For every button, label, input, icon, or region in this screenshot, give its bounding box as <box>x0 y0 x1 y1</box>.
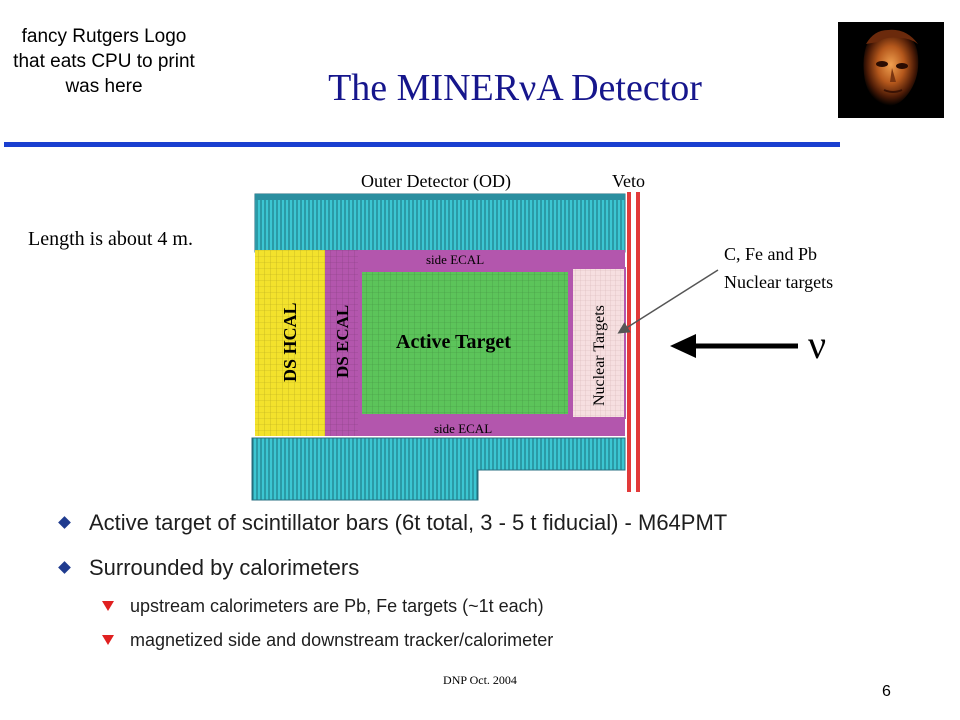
side-ecal-top-label: side ECAL <box>426 252 484 267</box>
ds-hcal-label: DS HCAL <box>280 302 300 382</box>
callout-arrow <box>617 269 719 334</box>
outer-detector-bottom <box>251 437 626 501</box>
outer-detector-top <box>254 193 626 253</box>
bullet-text: Surrounded by calorimeters <box>89 555 360 580</box>
nuclear-targets-label: Nuclear Targets <box>591 305 608 406</box>
slide-title: The MINERνA Detector <box>328 67 702 109</box>
diamond-bullet-icon <box>58 516 71 529</box>
length-note: Length is about 4 m. <box>28 228 193 250</box>
title-underline <box>4 142 840 147</box>
side-ecal-bottom <box>358 418 625 436</box>
portrait-image <box>838 22 944 118</box>
sub-bullet-item-1: upstream calorimeters are Pb, Fe targets… <box>102 596 544 617</box>
bullet-item-1: Active target of scintillator bars (6t t… <box>58 510 728 536</box>
active-target-label: Active Target <box>396 331 511 353</box>
targets-callout-line-1: C, Fe and Pb <box>724 244 817 264</box>
triangle-bullet-icon <box>102 601 114 611</box>
veto-label: Veto <box>612 171 645 191</box>
page-number: 6 <box>882 683 891 700</box>
diamond-bullet-icon <box>58 561 71 574</box>
outer-detector-label: Outer Detector (OD) <box>361 171 511 192</box>
sub-bullet-text: magnetized side and downstream tracker/c… <box>130 630 554 650</box>
ds-ecal-label: DS ECAL <box>333 305 352 378</box>
bullet-item-2: Surrounded by calorimeters <box>58 555 360 581</box>
targets-callout-line-2: Nuclear targets <box>724 272 833 292</box>
nuclear-targets-block <box>571 267 626 419</box>
bullet-text: Active target of scintillator bars (6t t… <box>89 510 728 535</box>
side-ecal-top <box>358 250 625 268</box>
side-ecal-bottom-label: side ECAL <box>434 421 492 436</box>
sub-bullet-item-2: magnetized side and downstream tracker/c… <box>102 630 553 651</box>
detector-diagram: Outer Detector (OD) Veto side ECAL side … <box>240 160 880 510</box>
neutrino-arrow-head <box>670 334 696 358</box>
footer-text: DNP Oct. 2004 <box>443 673 517 687</box>
triangle-bullet-icon <box>102 635 114 645</box>
neutrino-label: ν <box>808 322 826 367</box>
logo-placeholder-text: fancy Rutgers Logo that eats CPU to prin… <box>13 26 195 97</box>
sub-bullet-text: upstream calorimeters are Pb, Fe targets… <box>130 596 544 616</box>
